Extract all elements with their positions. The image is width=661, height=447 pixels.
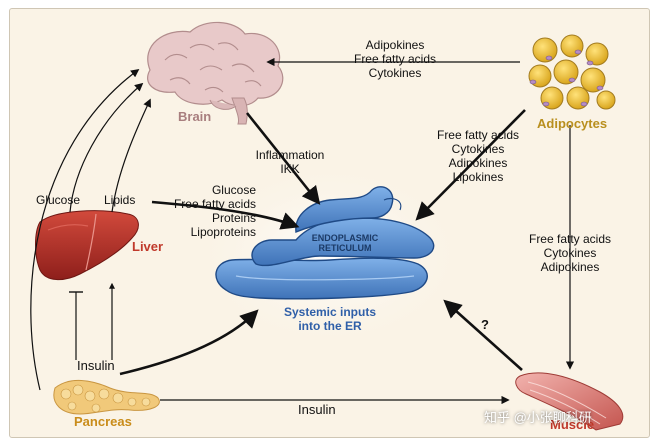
label-line: Cytokines xyxy=(543,246,597,260)
er-caption: Systemic inputs into the ER xyxy=(270,305,390,333)
arrow-pancreas-to-er xyxy=(119,309,259,376)
arrow-glucose-to-brain xyxy=(69,82,144,213)
label-line: Free fatty acids xyxy=(353,52,437,66)
label-line: Cytokines xyxy=(368,66,422,80)
label-line: Lipoproteins xyxy=(190,225,256,239)
er-label-line1: ENDOPLASMIC xyxy=(311,233,379,243)
arrow-liver-to-er xyxy=(151,200,300,230)
arrow-adipocytes-to-er xyxy=(415,109,526,221)
label-glucose: Glucose xyxy=(36,193,81,207)
label-insulin-pancreas: Insulin xyxy=(77,358,115,373)
muscle-icon xyxy=(515,372,624,431)
er-label-line2: RETICULUM xyxy=(318,243,372,253)
watermark: 知乎 @小张聊科研 xyxy=(484,410,592,425)
muscle-label: Muscle xyxy=(550,417,595,432)
label-line: IKK xyxy=(280,162,300,176)
label-line: Adipokines xyxy=(365,38,425,52)
er-caption-line1: Systemic inputs xyxy=(283,305,377,319)
label-brain-to-er: Inflammation IKK xyxy=(240,148,340,176)
label-line: Proteins xyxy=(211,211,256,225)
label-adipocytes-to-brain: Adipokines Free fatty acids Cytokines xyxy=(330,38,460,80)
adipocytes-label: Adipocytes xyxy=(537,116,608,131)
label-line: Glucose xyxy=(211,183,256,197)
adipocytes-icon xyxy=(528,34,616,110)
label-line: Free fatty acids xyxy=(436,128,520,142)
er-label: ENDOPLASMIC RETICULUM xyxy=(300,233,390,253)
arrow-lipids-to-brain xyxy=(111,98,151,213)
liver-icon xyxy=(35,210,139,280)
label-insulin-to-muscle: Insulin xyxy=(298,402,336,417)
arrow-muscle-to-er xyxy=(443,299,523,371)
label-line: Lipokines xyxy=(452,170,504,184)
label-line: Free fatty acids xyxy=(528,232,612,246)
label-liver-to-er: Glucose Free fatty acids Proteins Lipopr… xyxy=(150,183,256,239)
brain-icon xyxy=(147,21,284,125)
er-shape xyxy=(215,186,435,300)
arrow-pancreas-to-brain xyxy=(30,68,140,391)
er-caption-line2: into the ER xyxy=(298,319,362,333)
liver-label: Liver xyxy=(132,239,164,254)
label-line: Adipokines xyxy=(448,156,508,170)
diagram-arrows xyxy=(30,57,575,405)
label-line: Inflammation xyxy=(255,148,325,162)
label-line: Cytokines xyxy=(451,142,505,156)
label-adipocytes-to-muscle: Free fatty acids Cytokines Adipokines xyxy=(510,232,630,274)
label-line: Adipokines xyxy=(540,260,600,274)
label-lipids: Lipids xyxy=(104,193,136,207)
brain-label: Brain xyxy=(178,109,212,124)
label-question-mark: ? xyxy=(481,317,489,332)
label-adipocytes-to-er: Free fatty acids Cytokines Adipokines Li… xyxy=(418,128,538,184)
pancreas-label: Pancreas xyxy=(74,414,132,429)
pancreas-icon xyxy=(53,380,160,415)
arrow-brain-to-er xyxy=(245,112,321,205)
label-line: Free fatty acids xyxy=(173,197,256,211)
